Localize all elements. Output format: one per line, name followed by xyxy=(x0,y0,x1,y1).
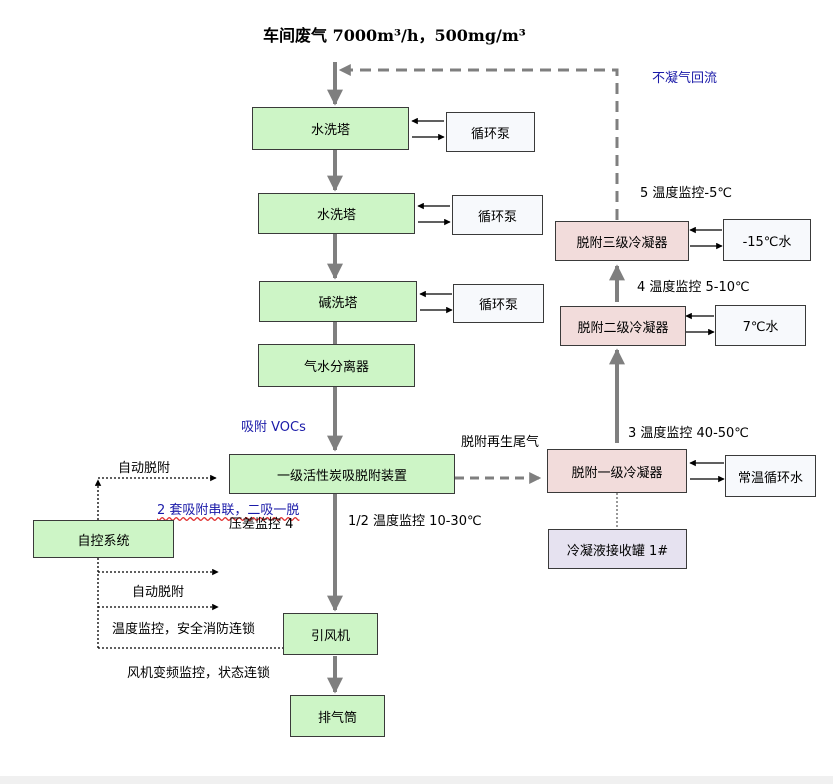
fan-vfd-label: 风机变频监控，状态连锁 xyxy=(127,666,271,681)
temp-monitor-4-label: 4 温度监控 5-10℃ xyxy=(637,280,750,295)
control-system: 自控系统 xyxy=(33,520,174,558)
pressure-monitor-label: 压差监控 4 xyxy=(229,517,294,532)
temp-monitor-5-label: 5 温度监控-5℃ xyxy=(640,186,732,201)
pump-2: 循环泵 xyxy=(452,195,543,235)
auto-desorb-label-1: 自动脱附 xyxy=(118,461,171,476)
water-tower-2: 水洗塔 xyxy=(258,193,415,234)
regen-tail-gas-label: 脱附再生尾气 xyxy=(461,435,540,450)
condenser-1: 脱附一级冷凝器 xyxy=(547,449,687,493)
series-note-label: 2 套吸附串联，二吸一脱 xyxy=(157,503,300,518)
auto-desorb-label-2: 自动脱附 xyxy=(132,585,185,600)
return-flow-label: 不凝气回流 xyxy=(652,71,718,86)
activated-carbon-unit: 一级活性炭吸脱附装置 xyxy=(229,454,455,494)
adsorb-vocs-label: 吸附 VOCs xyxy=(241,420,306,435)
diagram-title: 车间废气 7000m³/h，500mg/m³ xyxy=(263,26,526,45)
pump-3: 循环泵 xyxy=(453,284,544,323)
temp-monitor-3-label: 3 温度监控 40-50℃ xyxy=(628,426,749,441)
condenser-3: 脱附三级冷凝器 xyxy=(555,221,689,261)
water-tower-1: 水洗塔 xyxy=(252,107,409,150)
temp-safety-label: 温度监控，安全消防连锁 xyxy=(112,622,256,637)
pump-1: 循环泵 xyxy=(446,112,535,152)
bottom-edge xyxy=(0,776,833,784)
coolant-minus15c: -15℃水 xyxy=(723,219,811,261)
exhaust-stack: 排气筒 xyxy=(290,695,385,737)
alkali-tower: 碱洗塔 xyxy=(259,281,417,322)
coolant-7c: 7℃水 xyxy=(715,305,806,346)
ambient-cooling-water: 常温循环水 xyxy=(725,455,816,497)
flow-noncondensable-return xyxy=(338,64,619,220)
induced-draft-fan: 引风机 xyxy=(283,613,378,655)
condenser-2: 脱附二级冷凝器 xyxy=(560,306,686,346)
temp-monitor-12-label: 1/2 温度监控 10-30℃ xyxy=(348,514,482,529)
gas-water-separator: 气水分离器 xyxy=(258,344,415,387)
condensate-tank: 冷凝液接收罐 1# xyxy=(548,529,687,569)
